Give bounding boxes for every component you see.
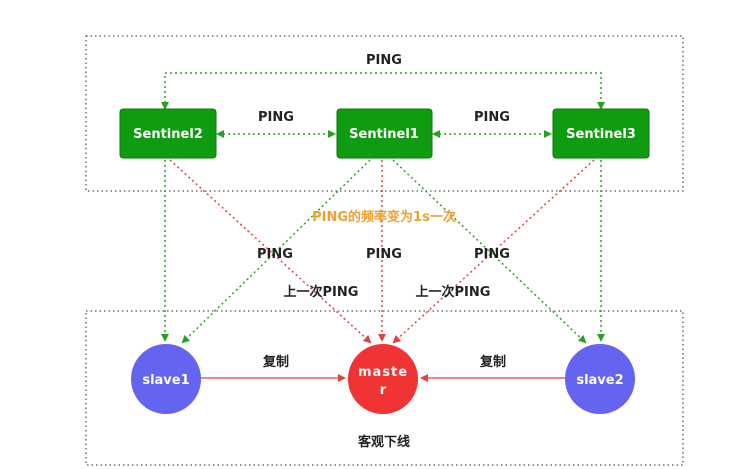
sentinel-group-box [85, 35, 684, 192]
sentinel1-box [336, 108, 433, 159]
master-label-line2: r [380, 383, 387, 398]
objective-down-label: 客观下线 [358, 434, 410, 450]
master-node [348, 344, 418, 414]
ping-left-label: PING [258, 110, 294, 125]
ping-loop-edge [161, 72, 605, 110]
ping-edge-s1-slave2 [392, 159, 587, 344]
slave2-node [565, 344, 635, 414]
last-ping-right-label: 上一次PING [416, 284, 491, 300]
ping-slave2-label: PING [474, 247, 510, 262]
ping-edge-s3-master [392, 159, 595, 344]
master-label-line1: maste [358, 365, 408, 380]
ping-right-label: PING [474, 110, 510, 125]
ping-edge-s2-master [169, 159, 372, 344]
slave2-label: slave2 [576, 373, 623, 388]
server-group-box [85, 310, 684, 466]
sentinel1-label: Sentinel1 [349, 127, 419, 142]
ping-slave1-label: PING [257, 247, 293, 262]
replicate-left-label: 复制 [262, 354, 289, 370]
ping-top-label: PING [366, 53, 402, 68]
sentinel3-label: Sentinel3 [566, 127, 636, 142]
sentinel2-label: Sentinel2 [133, 127, 203, 142]
last-ping-left-label: 上一次PING [284, 284, 359, 300]
ping-frequency-note: PING的频率变为1s一次 [312, 209, 456, 225]
slave1-node [131, 344, 201, 414]
slave1-label: slave1 [142, 373, 189, 388]
sentinel2-box [119, 108, 217, 159]
ping-edge-s1-slave1 [181, 159, 371, 344]
sentinel3-box [552, 108, 650, 159]
replicate-right-label: 复制 [479, 354, 506, 370]
ping-master-label: PING [366, 247, 402, 262]
